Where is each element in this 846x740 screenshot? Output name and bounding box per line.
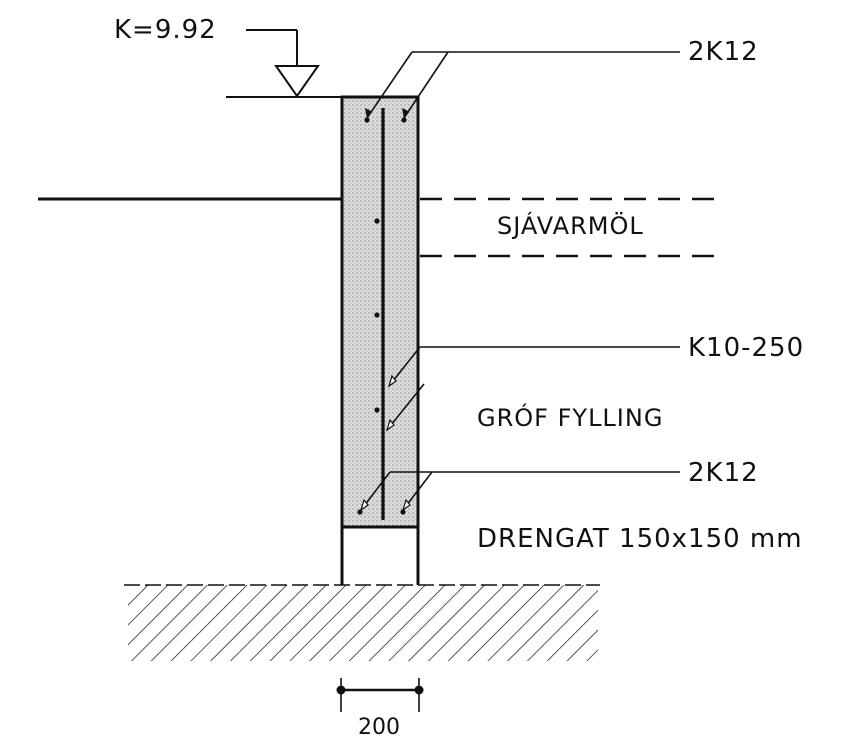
rebar-dot: [357, 509, 363, 515]
level-label: K=9.92: [114, 15, 217, 45]
arrow-icon: [359, 498, 369, 512]
rebar-mid-label: K10-250: [688, 333, 804, 363]
wall-body: [340, 95, 420, 529]
leader-line: [403, 51, 449, 119]
drain-section: [340, 527, 420, 585]
drain-label: DRENGAT 150x150 mm: [477, 524, 803, 554]
rebar-bottom-label: 2K12: [688, 458, 759, 488]
concrete-wall: [340, 95, 420, 529]
rebar-dot: [374, 312, 380, 318]
arrow-icon: [387, 374, 397, 388]
dimension-dot: [414, 685, 424, 695]
leader-rebar-top: [365, 51, 680, 119]
leader-rebar-bottom: [359, 471, 680, 512]
fill-label: GRÓF FYLLING: [477, 402, 663, 432]
arrow-icon: [402, 108, 408, 119]
arrow-icon: [401, 498, 411, 512]
arrow-icon: [385, 418, 395, 432]
rebar-top-label: 2K12: [688, 37, 759, 67]
hatched-foundation-ground: [124, 584, 600, 661]
leader-rebar-mid: [385, 346, 680, 432]
rebar-dot: [374, 407, 380, 413]
level-marker: [226, 29, 344, 98]
dimension-dot: [336, 685, 346, 695]
soil-layer-boundaries: [420, 197, 725, 258]
leader-line: [386, 383, 425, 431]
width-dimension: [336, 678, 424, 712]
rebar-dot: [364, 117, 370, 123]
rebar-dot: [400, 509, 406, 515]
arrow-icon: [365, 108, 371, 119]
rebar-dot: [401, 117, 407, 123]
leader-line: [366, 51, 413, 119]
level-triangle-icon: [274, 65, 320, 98]
rebar-dot: [374, 218, 380, 224]
width-dimension-label: 200: [358, 715, 400, 740]
ground-hatch: [128, 585, 598, 661]
soil-layer-label: SJÁVARMÖL: [497, 211, 644, 240]
